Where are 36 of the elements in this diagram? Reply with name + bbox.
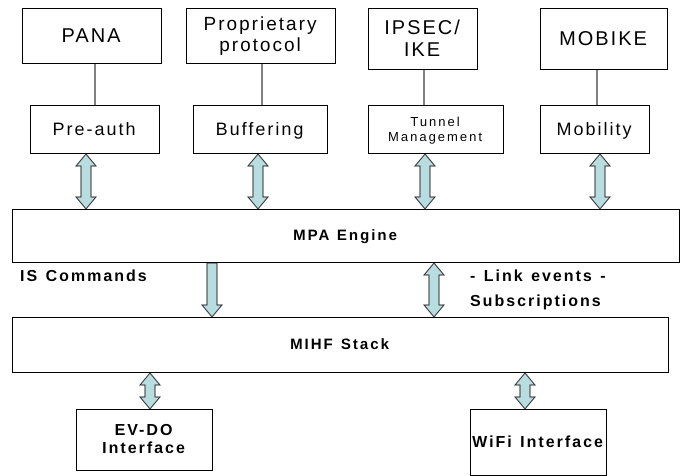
box-label: MOBIKE (559, 28, 649, 50)
module-box (30, 105, 160, 154)
box-label: WiFi Interface (472, 434, 605, 452)
box-label: EV-DO Interface (101, 422, 188, 458)
box-label: MPA Engine (293, 228, 399, 244)
block-arrow (200, 262, 224, 318)
annotation-text: IS Commands (20, 267, 150, 287)
module-box (22, 8, 162, 64)
annotation-text: - Link events - Subscriptions (470, 267, 609, 312)
box-label: Buffering (216, 120, 306, 140)
module-box (186, 8, 336, 64)
block-arrow (414, 153, 436, 210)
module-box (540, 8, 668, 70)
box-label: Pre-auth (52, 120, 138, 140)
box-label: Mobility (556, 120, 634, 140)
box-label: IPSEC/ IKE (383, 17, 463, 61)
block-arrow (74, 153, 98, 210)
module-box (368, 105, 504, 154)
connector-line (94, 64, 96, 106)
module-box (368, 8, 478, 70)
block-arrow (138, 372, 162, 410)
connector-line (596, 70, 598, 106)
box-label: Proprietary protocol (202, 15, 320, 57)
block-arrow (246, 153, 270, 210)
box-label: PANA (62, 25, 122, 47)
block-arrow (422, 262, 446, 318)
layer-box (12, 209, 680, 263)
layer-box (12, 317, 669, 373)
block-arrow (588, 153, 612, 210)
box-label: MIHF Stack (290, 336, 391, 354)
module-box (193, 105, 328, 154)
block-arrow (514, 372, 536, 410)
module-box (540, 105, 650, 154)
module-box (76, 409, 213, 471)
box-label: Tunnel Management (387, 115, 485, 144)
module-box (470, 409, 607, 476)
